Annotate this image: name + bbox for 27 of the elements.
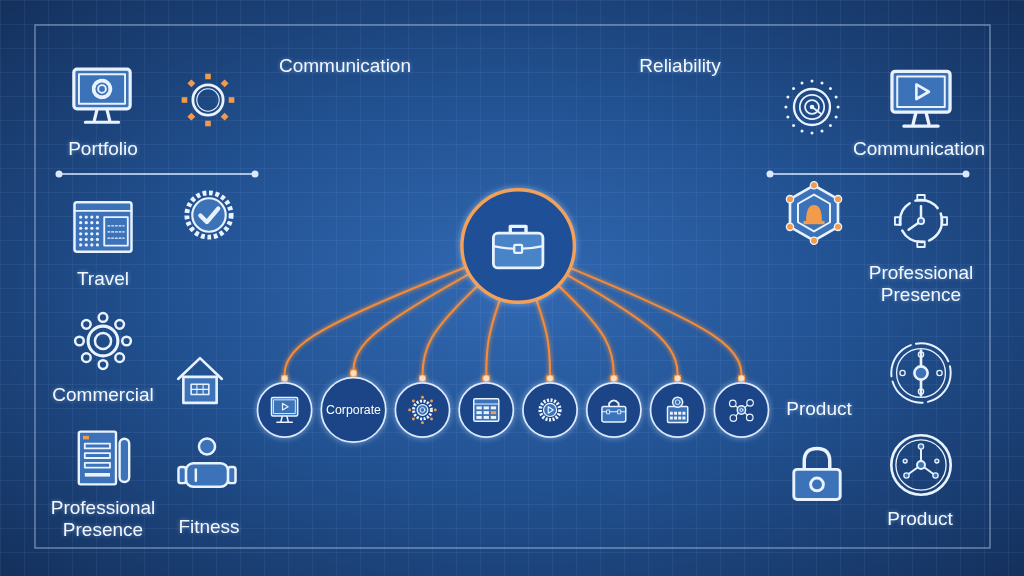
node-circle [522,382,578,438]
topic-label: Professional Presence [867,262,975,306]
node-circle [460,188,577,304]
connector [349,273,470,378]
topic-label: Communication [279,55,411,77]
topic-label: Fitness [178,516,240,538]
connector [280,266,467,383]
topic-label: Portfolio [68,138,138,160]
node-circle [394,382,451,438]
topic-label: Product [887,508,953,530]
connector [481,298,502,383]
topic-label: Commercial [52,384,154,406]
topic-label: Reliability [639,55,721,77]
connector [566,273,683,383]
connector [417,284,479,383]
node-circle [713,382,770,438]
node-circle [649,382,706,438]
node-circle: Corporate [320,376,387,444]
node-circle [585,382,642,438]
topic-label: Communication [853,138,985,160]
topic-label: Professional Presence [49,497,157,541]
connector [557,284,619,383]
node-circle [256,382,313,438]
node-circle [458,382,515,438]
topic-label: Travel [76,268,130,290]
connector [535,298,555,383]
topic-label: Product [786,398,852,420]
